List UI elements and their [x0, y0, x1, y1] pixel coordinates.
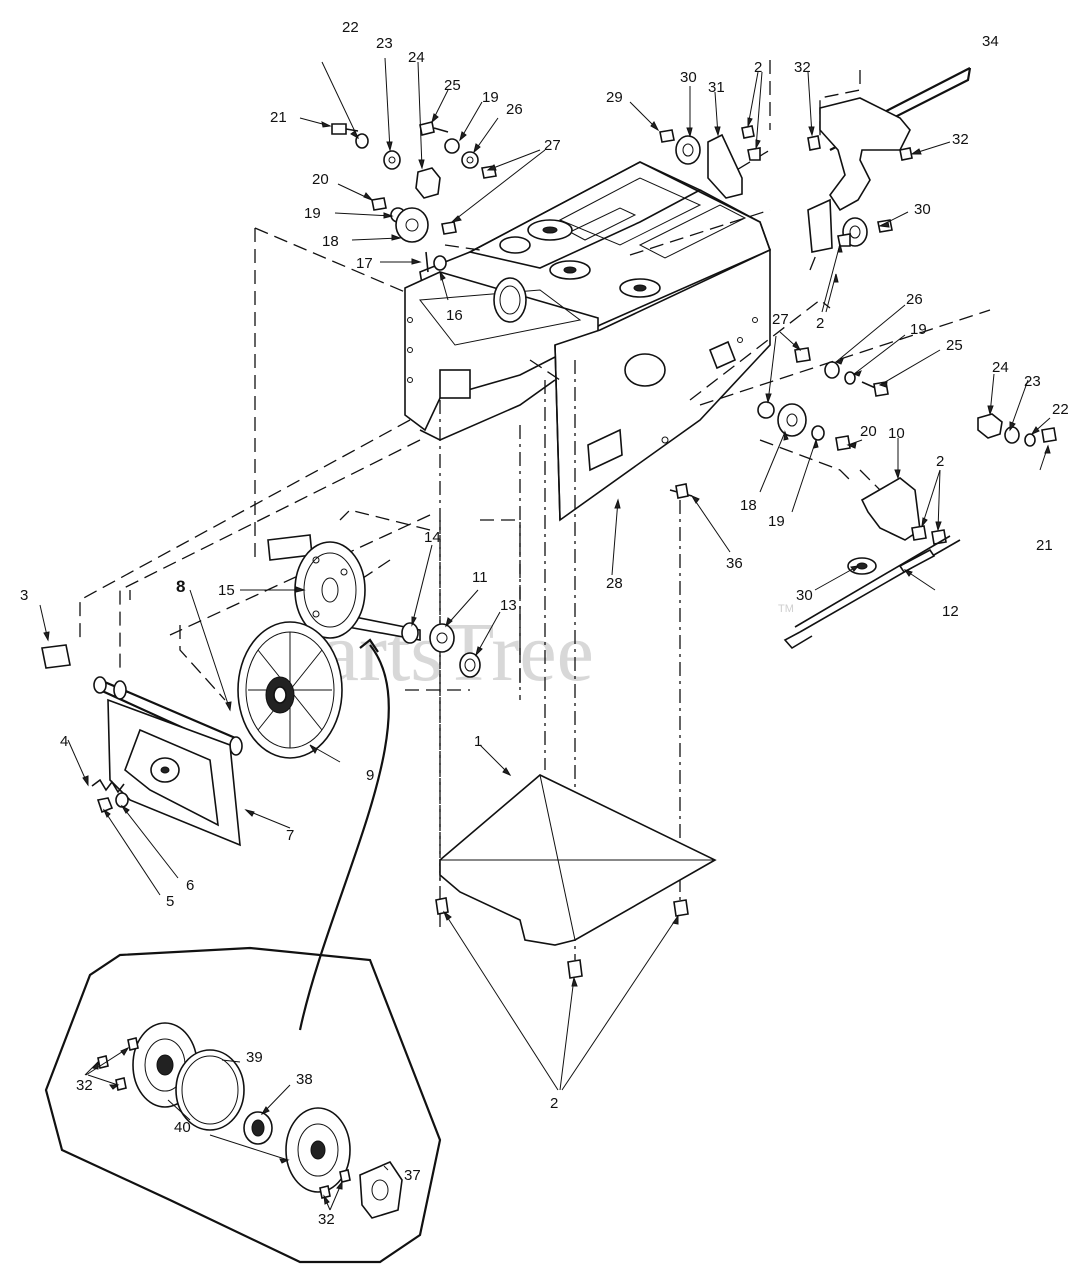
- callout-2: 2: [816, 315, 824, 332]
- callout-32: 32: [952, 131, 969, 148]
- callout-27: 27: [544, 137, 561, 154]
- callout-31: 31: [708, 79, 725, 96]
- callout-11: 11: [472, 569, 488, 586]
- inset-detail: [44, 638, 442, 1264]
- callout-32: 32: [76, 1077, 93, 1094]
- bottom-cover-plate: [435, 774, 717, 979]
- callout-20: 20: [860, 423, 877, 440]
- callout-19: 19: [768, 513, 785, 530]
- callout-1: 1: [474, 733, 482, 750]
- callout-8: 8: [176, 577, 185, 596]
- callout-12: 12: [942, 603, 959, 620]
- callout-14: 14: [424, 529, 441, 546]
- callout-37: 37: [404, 1167, 421, 1184]
- callout-6: 6: [186, 877, 194, 894]
- callout-38: 38: [296, 1071, 313, 1088]
- leader-arrowheads: [43, 113, 1051, 1205]
- upper-right-hardware: [659, 67, 972, 253]
- callout-15: 15: [218, 582, 235, 599]
- callout-30: 30: [680, 69, 697, 86]
- frame-housing: [404, 161, 772, 522]
- callout-20: 20: [312, 171, 329, 188]
- callout-34: 34: [982, 33, 999, 50]
- callout-10: 10: [888, 425, 905, 442]
- callout-13: 13: [500, 597, 517, 614]
- callout-25: 25: [946, 337, 963, 354]
- callout-30: 30: [796, 587, 813, 604]
- callout-22: 22: [342, 19, 359, 36]
- callout-30: 30: [914, 201, 931, 218]
- callout-29: 29: [606, 89, 623, 106]
- callout-2: 2: [550, 1095, 558, 1112]
- upper-left-hardware: [331, 121, 497, 273]
- callout-27: 27: [772, 311, 789, 328]
- callout-22: 22: [1052, 401, 1069, 418]
- callout-39: 39: [246, 1049, 263, 1066]
- callout-19: 19: [910, 321, 927, 338]
- callout-26: 26: [906, 291, 923, 308]
- right-side-hardware: [669, 347, 1057, 650]
- friction-wheel-assembly: [41, 621, 343, 847]
- callout-23: 23: [376, 35, 393, 52]
- callout-2: 2: [936, 453, 944, 470]
- callout-3: 3: [20, 587, 28, 604]
- callout-7: 7: [286, 827, 294, 844]
- callout-23: 23: [1024, 373, 1041, 390]
- callout-17: 17: [356, 255, 373, 272]
- callout-24: 24: [992, 359, 1009, 376]
- callout-28: 28: [606, 575, 623, 592]
- callout-19: 19: [304, 205, 321, 222]
- callout-36: 36: [726, 555, 743, 572]
- callout-18: 18: [322, 233, 339, 250]
- callout-19: 19: [482, 89, 499, 106]
- callout-2: 2: [754, 59, 762, 76]
- callout-32: 32: [794, 59, 811, 76]
- callout-labels: 22 23 24 25 19 21 26 27 20 19 18 17 16 2…: [20, 19, 1069, 1228]
- callout-21: 21: [270, 109, 287, 126]
- assembly-phantom-lines: [79, 60, 991, 960]
- callout-9: 9: [366, 767, 374, 784]
- callout-18: 18: [740, 497, 757, 514]
- watermark-trademark: TM: [778, 603, 794, 615]
- callout-5: 5: [166, 893, 174, 910]
- callout-24: 24: [408, 49, 425, 66]
- callout-16: 16: [446, 307, 463, 324]
- callout-21: 21: [1036, 537, 1053, 554]
- callout-32: 32: [318, 1211, 335, 1228]
- callout-25: 25: [444, 77, 461, 94]
- callout-4: 4: [60, 733, 68, 750]
- callout-40: 40: [174, 1119, 191, 1136]
- callout-26: 26: [506, 101, 523, 118]
